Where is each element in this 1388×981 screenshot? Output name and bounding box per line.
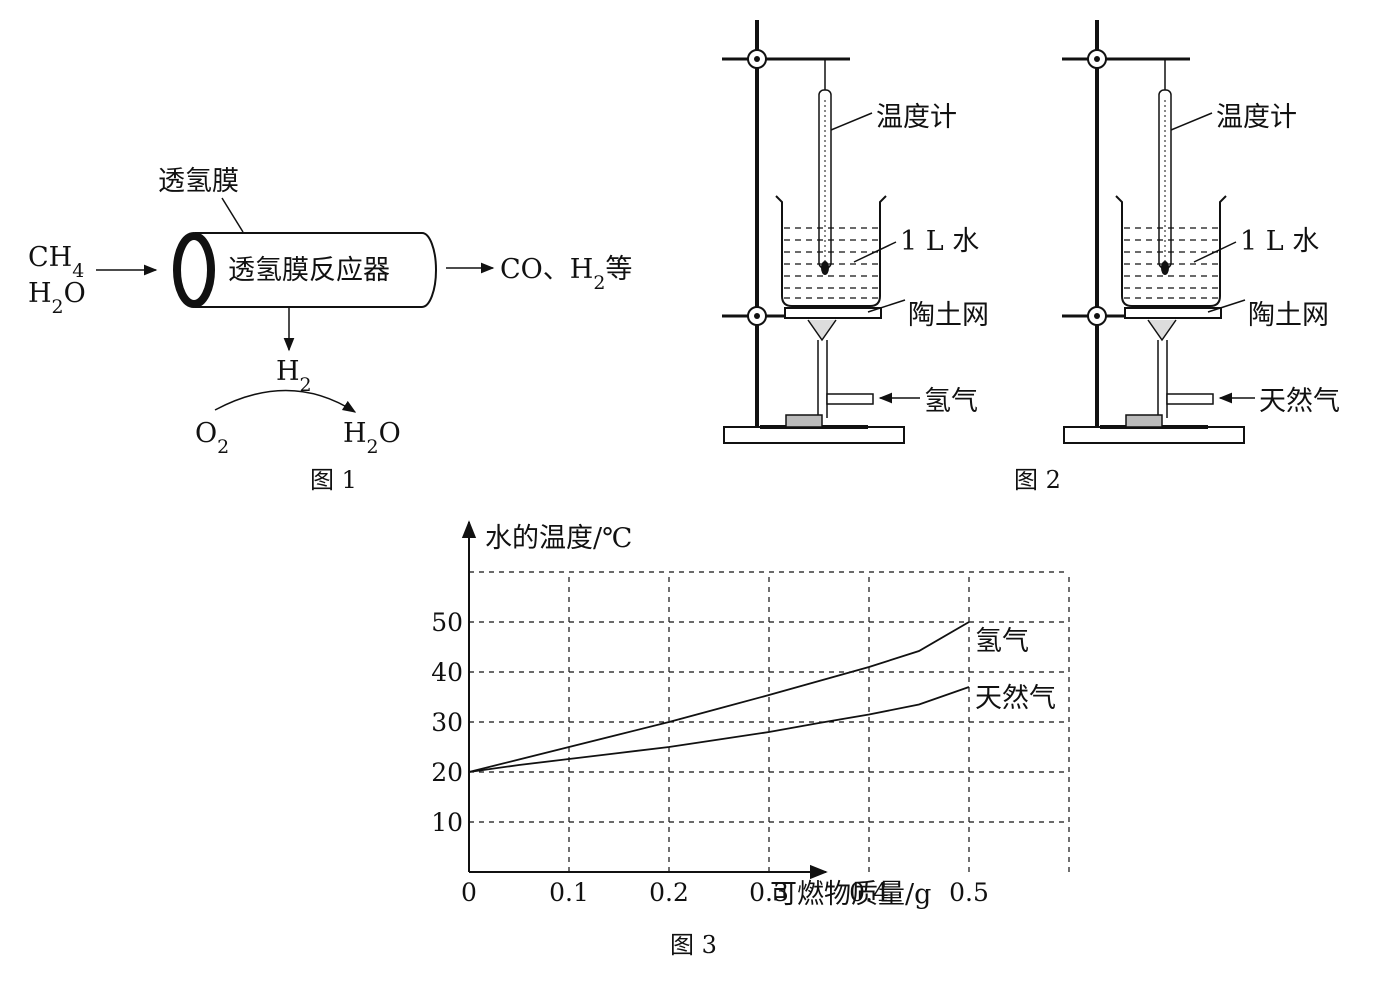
ring-clamp-knob-center — [754, 313, 760, 319]
h2o-product-label: H2O — [343, 418, 401, 458]
y-axis-label: 水的温度/℃ — [485, 523, 632, 554]
membrane-leader-line — [221, 197, 244, 233]
ring-clamp-knob-center — [1094, 313, 1100, 319]
gauze-leader — [867, 299, 906, 313]
fuel-label: 氢气 — [924, 386, 978, 417]
thermometer-label: 温度计 — [1216, 102, 1297, 133]
top-clamp-knob-center — [1094, 56, 1100, 62]
series-line-natural-gas — [468, 686, 970, 773]
reaction-curve-arrow — [214, 389, 357, 413]
water-leader — [1193, 241, 1237, 263]
reactor-label: 透氢膜反应器 — [228, 255, 390, 286]
x-tick-label: 0 — [461, 878, 477, 907]
ceramic-gauze — [784, 307, 882, 319]
x-tick-label: 0.1 — [549, 878, 589, 907]
figure-1-reactor: 透氢膜 透氢膜反应器 CH4 H2O CO、H2等 H2 O2 H2O 图 1 — [28, 166, 632, 494]
chart-tick-labels: 0 0.1 0.2 0.3 0.4 0.5 10 20 30 40 50 — [431, 608, 989, 907]
y-tick-label: 50 — [431, 608, 463, 637]
burner-flame — [807, 319, 837, 342]
thermometer-bulb — [1161, 261, 1169, 275]
y-tick-label: 30 — [431, 708, 463, 737]
x-tick-label: 0.2 — [649, 878, 689, 907]
output-label: CO、H2等 — [500, 254, 632, 294]
gauze-leader — [1207, 299, 1246, 313]
figure-3-caption: 图 3 — [670, 931, 717, 959]
series-label-hydrogen: 氢气 — [975, 626, 1029, 657]
input-h2o-label: H2O — [28, 278, 86, 318]
series-label-natural-gas: 天然气 — [975, 683, 1056, 714]
water-label: 1 L 水 — [1240, 226, 1319, 257]
water-leader — [853, 241, 897, 263]
gas-inlet — [1166, 393, 1214, 405]
y-tick-label: 20 — [431, 758, 463, 787]
beaker — [1115, 195, 1227, 307]
figure-2-hydrogen-setup: 温度计 1 L 水 陶土网 氢气 — [722, 20, 989, 444]
x-tick-label: 0.3 — [749, 878, 789, 907]
x-tick-label: 0.5 — [949, 878, 989, 907]
thermometer-leader — [830, 112, 873, 131]
figure-1-caption: 图 1 — [310, 466, 357, 494]
h2-label: H2 — [276, 356, 312, 396]
stand-base — [1063, 426, 1245, 444]
chart-axes — [461, 520, 828, 880]
figure-2-caption: 图 2 — [1014, 466, 1061, 494]
stand-base — [723, 426, 905, 444]
beaker-water — [1124, 227, 1218, 299]
burner-foot — [785, 414, 823, 428]
membrane-label: 透氢膜 — [158, 166, 239, 197]
ceramic-gauze — [1124, 307, 1222, 319]
o2-label: O2 — [195, 418, 229, 458]
x-axis-label: 可燃物质量/g — [770, 879, 931, 910]
thermometer-label: 温度计 — [876, 102, 957, 133]
burner-flame — [1147, 319, 1177, 342]
input-ch4-label: CH4 — [28, 242, 84, 282]
burner-foot — [1125, 414, 1163, 428]
y-tick-label: 10 — [431, 808, 463, 837]
top-clamp-knob-center — [754, 56, 760, 62]
gas-inlet — [826, 393, 874, 405]
reactor-membrane-ring — [173, 232, 215, 308]
gauze-label: 陶土网 — [908, 300, 989, 331]
beaker-water — [784, 227, 878, 299]
series-line-hydrogen — [468, 621, 970, 773]
figure-2-natural-gas-setup: 温度计 1 L 水 陶土网 天然气 — [1062, 20, 1340, 444]
y-tick-label: 40 — [431, 658, 463, 687]
beaker — [775, 195, 887, 307]
gauze-label: 陶土网 — [1248, 300, 1329, 331]
reactor-tube — [195, 232, 437, 308]
x-tick-label: 0.4 — [849, 878, 889, 907]
thermometer-bulb — [821, 261, 829, 275]
fuel-label: 天然气 — [1259, 386, 1340, 417]
water-label: 1 L 水 — [900, 226, 979, 257]
thermometer-leader — [1170, 112, 1213, 131]
chart-grid — [469, 571, 1070, 872]
